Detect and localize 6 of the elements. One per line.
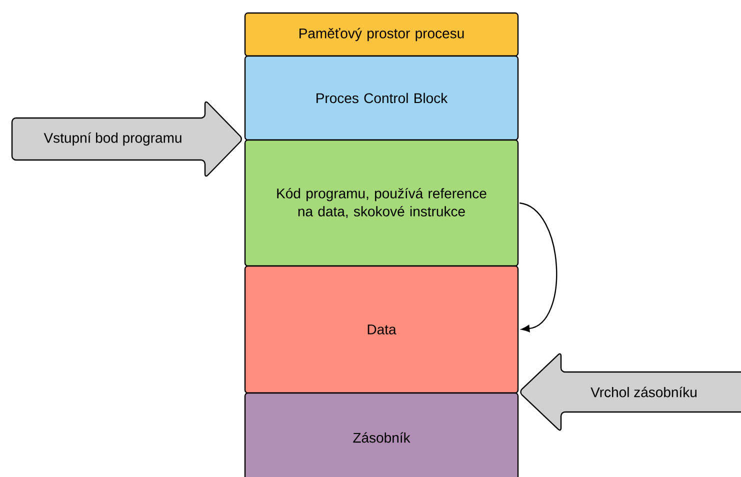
memory-segment: Kód programu, používá reference na data, skokové instrukce <box>244 139 519 267</box>
memory-segment: Data <box>244 265 519 394</box>
curved-arrow <box>519 202 557 332</box>
memory-segment: Zásobník <box>244 392 519 477</box>
memory-segment: Proces Control Block <box>244 55 519 141</box>
memory-segment: Paměťový prostor procesu <box>244 12 519 57</box>
